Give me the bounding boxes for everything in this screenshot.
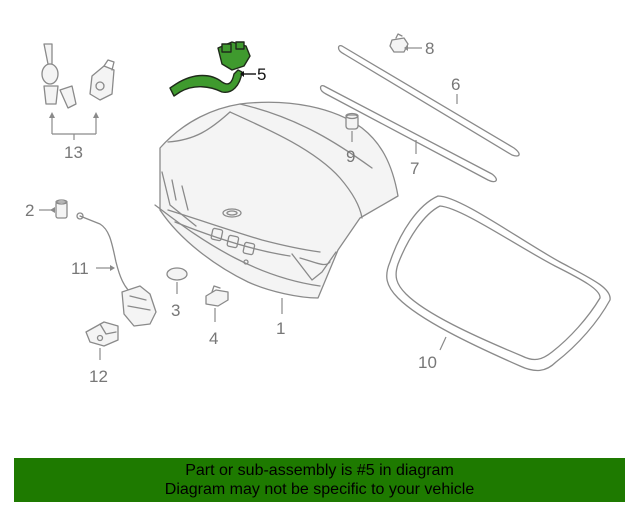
part-4-bracket[interactable]: 4 [205,285,229,348]
callout-13: 13 [64,143,83,162]
callout-6: 6 [451,75,460,94]
banner-line-2: Diagram may not be specific to your vehi… [164,481,475,498]
part-11-cable-actuator[interactable]: 11 [71,212,157,327]
part-10-weatherstrip[interactable]: 10 [386,195,611,372]
part-9-bumper[interactable]: 9 [345,112,359,167]
info-banner: Part or sub-assembly is #5 in diagram Di… [14,458,625,502]
callout-2: 2 [25,201,34,220]
callout-8: 8 [425,39,434,58]
part-1-trunk-lid[interactable]: 1 [154,101,399,338]
part-5-latch-assembly[interactable]: 5 [169,41,266,97]
callout-12: 12 [89,367,108,386]
callout-7: 7 [410,159,419,178]
callout-5: 5 [257,65,266,84]
part-3-grommet[interactable]: 3 [166,267,188,320]
part-12-mount-bracket[interactable]: 12 [85,321,119,386]
part-6-support-rod[interactable]: 6 [337,44,520,157]
callout-9: 9 [346,147,355,166]
callout-1: 1 [276,319,285,338]
part-8-clip[interactable]: 8 [389,33,434,58]
banner-line-1: Part or sub-assembly is #5 in diagram [185,462,454,479]
callout-4: 4 [209,329,218,348]
callout-11: 11 [71,259,89,278]
callout-3: 3 [171,301,180,320]
part-13-key-lock-set[interactable]: 13 [41,43,115,162]
part-2-plug[interactable]: 2 [25,199,68,220]
part-7-support-rod[interactable]: 7 [319,84,497,183]
callout-10: 10 [418,353,437,372]
